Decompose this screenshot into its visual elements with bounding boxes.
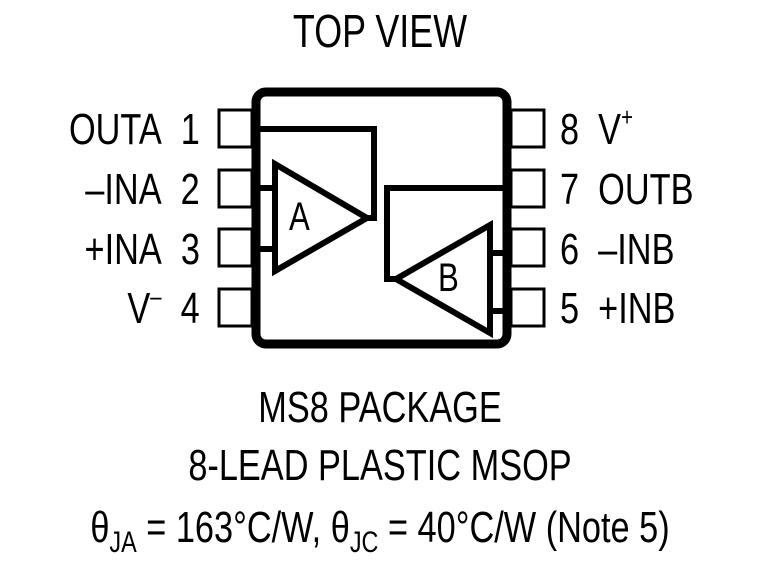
pin-3-name: +INA xyxy=(84,225,162,274)
amplifier-b xyxy=(384,185,503,339)
theta-jc-value: = 40°C/W (Note 5) xyxy=(378,503,670,552)
pin-1-number: 1 xyxy=(180,105,200,154)
pin-1-name: OUTA xyxy=(69,105,162,154)
pin-1-label: OUTA 1 xyxy=(69,108,200,152)
pin-4-superscript: – xyxy=(150,281,162,311)
pin-4-number: 4 xyxy=(180,284,200,333)
pin-4-name: V xyxy=(127,284,151,333)
theta-jc-subscript: JC xyxy=(349,526,379,559)
amplifier-a xyxy=(259,126,377,277)
pin-7-label: 7 OUTB xyxy=(560,168,694,212)
theta-ja-value: = 163°C/W, xyxy=(136,503,331,552)
theta-ja-subscript: JA xyxy=(109,526,137,559)
pin-5-number: 5 xyxy=(560,284,580,333)
pin-8-number: 8 xyxy=(560,105,580,154)
pin-3-number: 3 xyxy=(180,225,200,274)
pin-5-label: 5 +INB xyxy=(560,287,675,331)
package-body xyxy=(251,87,512,349)
pin-7-name: OUTB xyxy=(598,165,694,214)
right-pin-pads xyxy=(509,108,546,328)
theta-ja-symbol: θ xyxy=(90,503,110,552)
pin-2-number: 2 xyxy=(180,165,200,214)
pin-7-number: 7 xyxy=(560,165,580,214)
pin-2-label: –INA 2 xyxy=(86,168,200,212)
pin-2-name: –INA xyxy=(85,165,162,214)
amplifier-b-label: B xyxy=(438,256,459,300)
thermal-resistance: θJA = 163°C/W, θJC = 40°C/W (Note 5) xyxy=(84,503,677,558)
amplifier-a-label: A xyxy=(289,195,310,239)
package-description: 8-LEAD PLASTIC MSOP xyxy=(188,441,572,490)
theta-jc-symbol: θ xyxy=(330,503,350,552)
diagram-title: TOP VIEW xyxy=(292,5,468,57)
pin-6-name: –INB xyxy=(598,225,675,274)
package-name: MS8 PACKAGE xyxy=(258,383,502,432)
pin-6-label: 6 –INB xyxy=(560,228,674,272)
pin-5-name: +INB xyxy=(598,284,676,333)
pin-6-number: 6 xyxy=(560,225,580,274)
pin-4-label: V– 4 xyxy=(127,283,200,333)
pin-3-label: +INA 3 xyxy=(85,228,200,272)
pin-8-superscript: + xyxy=(621,102,633,132)
pin-8-name: V xyxy=(598,105,622,154)
left-pin-pads xyxy=(217,108,254,328)
pin-8-label: 8 V+ xyxy=(560,104,633,154)
